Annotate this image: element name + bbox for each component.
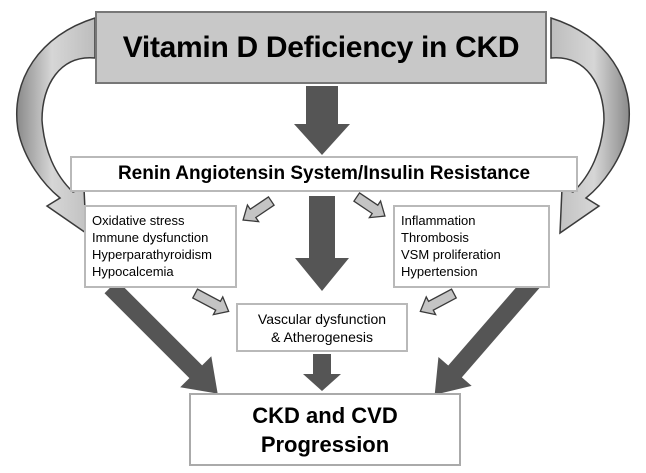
arrow-diagonal-left [104,280,218,394]
box-right-effects: Inflammation Thrombosis VSM proliferatio… [393,205,550,288]
arrow-ras-to-left [242,196,275,223]
box-vascular-dysfunction: Vascular dysfunction & Atherogenesis [236,303,408,352]
vitamin-d-title: Vitamin D Deficiency in CKD [122,30,520,64]
left-item-oxidative-stress: Oxidative stress [92,213,185,228]
vascular-line-1: Vascular dysfunction [257,310,387,327]
right-item-vsm-proliferation: VSM proliferation [401,247,501,262]
box-ckd-cvd-progression: CKD and CVD Progression [189,393,461,466]
left-item-immune-dysfunction: Immune dysfunction [92,230,209,245]
arrow-vascular-to-bottom [303,354,341,391]
arrow-diagonal-right [434,274,541,395]
right-item-hypertension: Hypertension [401,264,478,279]
right-item-inflammation: Inflammation [401,213,476,228]
box-vitamin-d-deficiency: Vitamin D Deficiency in CKD [95,11,547,84]
left-item-hypocalcemia: Hypocalcemia [92,264,174,279]
left-item-hyperparathyroidism: Hyperparathyroidism [92,247,212,262]
arrow-left-to-vascular [191,288,230,316]
arrow-ras-to-right [353,192,386,219]
outcome-line-2: Progression [260,431,390,457]
right-item-thrombosis: Thrombosis [401,230,469,245]
vascular-line-2: & Atherogenesis [271,328,373,345]
box-left-effects: Oxidative stress Immune dysfunction Hype… [84,205,237,288]
curved-arrow-left [16,16,96,235]
arrow-top-to-ras [294,86,350,155]
arrow-right-to-vascular [419,288,458,316]
ras-label: Renin Angiotensin System/Insulin Resista… [117,163,531,184]
box-renin-angiotensin: Renin Angiotensin System/Insulin Resista… [70,156,578,192]
curved-arrow-right [550,16,630,235]
outcome-line-1: CKD and CVD [252,402,398,428]
arrow-ras-to-vascular [295,196,349,291]
